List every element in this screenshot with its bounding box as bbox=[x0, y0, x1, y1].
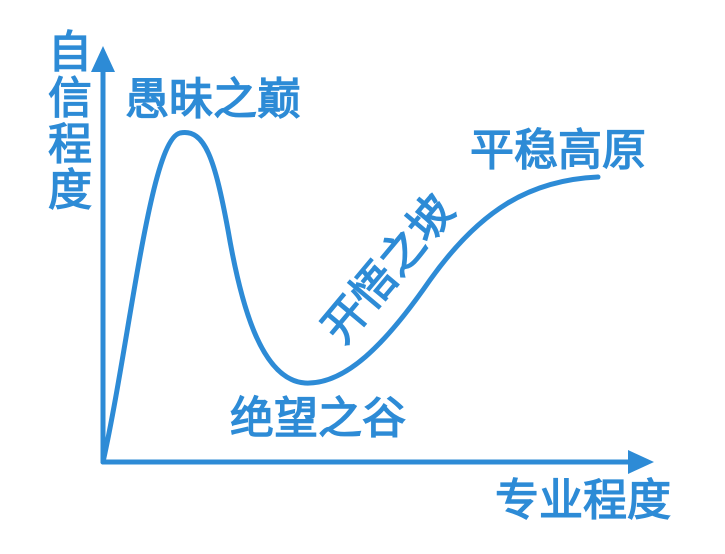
stage-label-peak: 愚昧之巅 bbox=[125, 74, 301, 125]
y-axis-label-char-3: 程 bbox=[48, 119, 92, 170]
y-axis-arrow-icon bbox=[91, 46, 115, 72]
x-axis-arrow-icon bbox=[628, 450, 654, 474]
confidence-curve bbox=[100, 130, 601, 465]
x-axis-label: 专业程度 bbox=[495, 475, 671, 526]
y-axis-label-char-4: 度 bbox=[48, 165, 92, 216]
y-axis-label-char-2: 信 bbox=[48, 73, 92, 124]
stage-label-slope: 开悟之坡 bbox=[312, 185, 464, 353]
y-axis-label-char-1: 自 bbox=[48, 27, 92, 78]
stage-label-plateau: 平稳高原 bbox=[470, 125, 646, 176]
stage-label-valley: 绝望之谷 bbox=[230, 393, 406, 444]
